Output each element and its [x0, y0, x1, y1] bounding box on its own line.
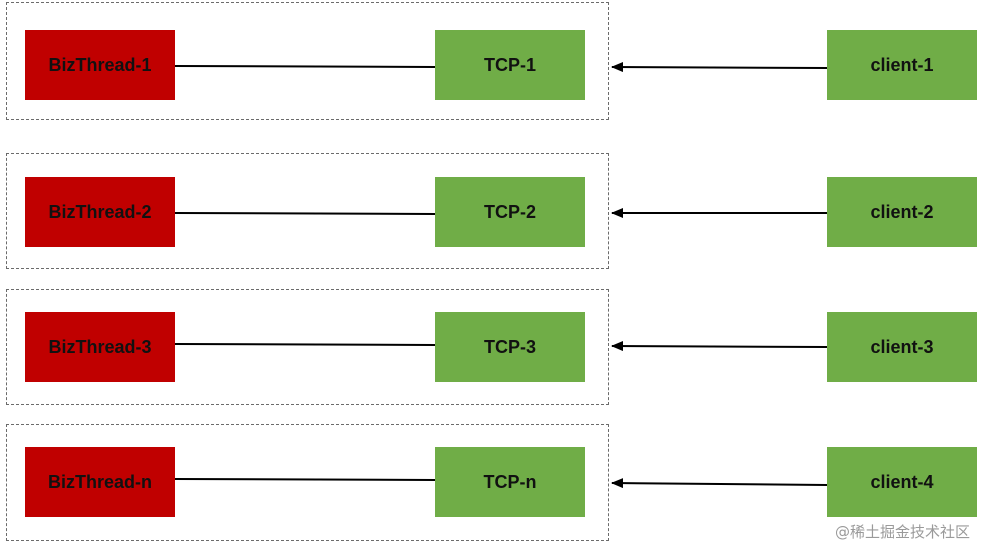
client-node-3: client-3: [827, 312, 977, 382]
biz-thread-node-1: BizThread-1: [25, 30, 175, 100]
thread-tcp-link-2: [174, 212, 436, 215]
client-node-2: client-2: [827, 177, 977, 247]
tcp-connection-node-1: TCP-1: [435, 30, 585, 100]
connection-group-4: [6, 424, 609, 541]
client-tcp-arrow-4: [611, 478, 828, 489]
watermark-text: @稀土掘金技术社区: [834, 523, 970, 541]
connection-group-2: [6, 153, 609, 269]
biz-thread-node-3: BizThread-3: [25, 312, 175, 382]
biz-thread-node-4: BizThread-n: [25, 447, 175, 517]
tcp-connection-node-2: TCP-2: [435, 177, 585, 247]
connection-group-1: [6, 2, 609, 120]
client-node-1: client-1: [827, 30, 977, 100]
client-tcp-arrow-3: [611, 341, 828, 352]
client-tcp-arrow-1: [611, 62, 828, 73]
thread-tcp-link-4: [174, 478, 436, 481]
biz-thread-node-2: BizThread-2: [25, 177, 175, 247]
client-node-4: client-4: [827, 447, 977, 517]
thread-tcp-link-3: [174, 343, 436, 346]
tcp-connection-node-4: TCP-n: [435, 447, 585, 517]
tcp-connection-node-3: TCP-3: [435, 312, 585, 382]
thread-tcp-link-1: [174, 65, 436, 68]
connection-group-3: [6, 289, 609, 405]
